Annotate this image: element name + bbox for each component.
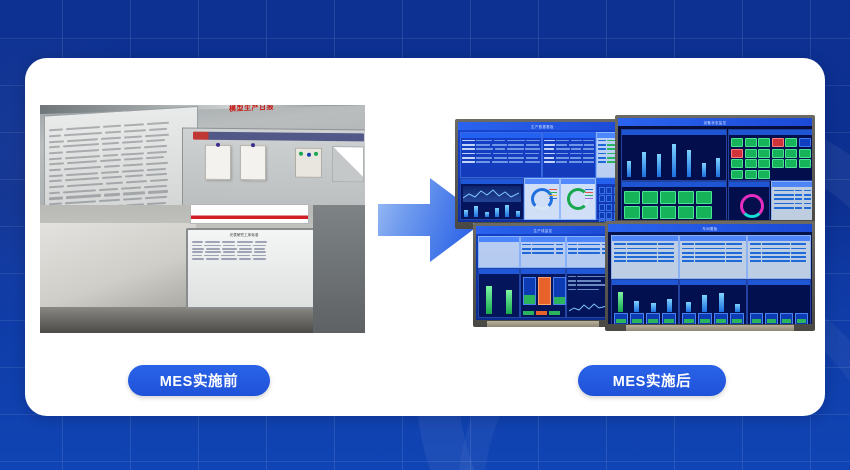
badge-after-mes[interactable]: MES实施后 (578, 365, 726, 396)
after-photo: 生产数据看板 (455, 115, 815, 333)
before-photo-upper-scene: 模型生产日报 工艺模具考勤设备 (40, 105, 365, 230)
hanging-document-pockets (205, 142, 301, 181)
dashboard-screen-line-monitor: 生产线监控 (473, 223, 613, 327)
screen-header-line: 生产线监控 (476, 226, 610, 234)
badge-before-label: MES实施前 (159, 374, 239, 390)
screen-header-equipment: 设备状态监控 (618, 118, 812, 126)
project-board-banner (193, 131, 364, 142)
screen-header-production: 生产数据看板 (458, 122, 627, 130)
dashboard-screen-production-overview: 生产数据看板 (455, 119, 630, 229)
document-pocket (240, 143, 266, 181)
schedule-rows (49, 119, 193, 219)
dashboard-screen-equipment-status: 设备状态监控 (615, 115, 815, 227)
dashboard-screen-workshop-kanban: 车间看板 (605, 221, 815, 331)
whiteboard-rows (192, 240, 327, 260)
before-photo: 模型生产日报 工艺模具考勤设备 (40, 105, 365, 333)
badge-before-mes[interactable]: MES实施前 (128, 365, 270, 396)
document-pocket (205, 142, 231, 180)
factory-wall (40, 223, 196, 308)
paper-schedule-board (44, 105, 198, 219)
gauge-ring-magenta (740, 194, 764, 218)
status-indicator-grid (731, 138, 811, 179)
screen-header-workshop: 车间看板 (608, 224, 812, 232)
safety-poster (189, 204, 309, 224)
peeling-paper (332, 146, 364, 183)
schedule-board-title: 模型生产日报 (228, 105, 274, 114)
transformation-arrow (378, 170, 488, 270)
before-photo-lower-scene: 光表研究工序标准 (40, 204, 365, 333)
control-panel-plate (295, 147, 322, 178)
whiteboard-title: 光表研究工序标准 (229, 233, 259, 238)
badge-after-label: MES实施后 (612, 374, 692, 390)
metal-cabinet (313, 205, 365, 333)
